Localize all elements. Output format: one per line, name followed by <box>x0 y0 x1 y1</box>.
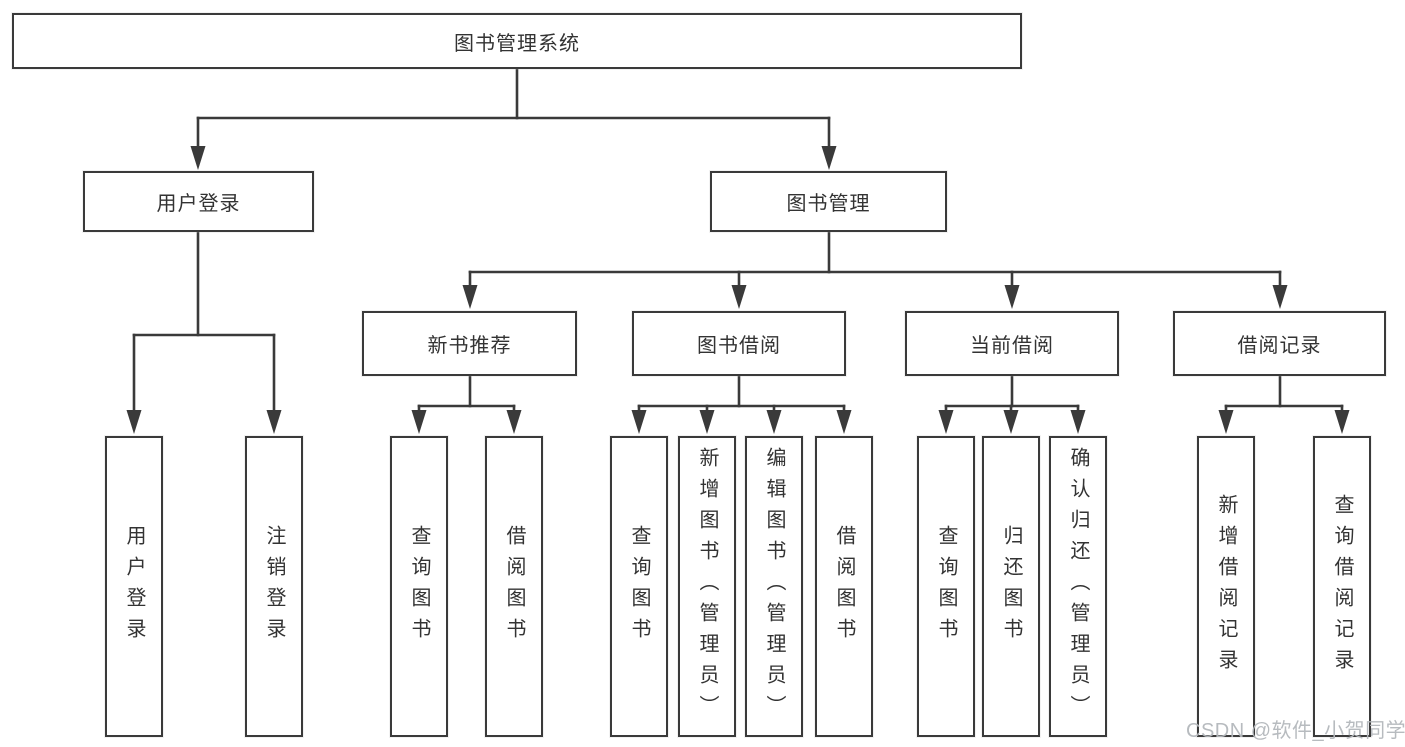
node-new-book-recommend: 新书推荐 <box>362 311 577 376</box>
leaf-borrow-books-2: 借阅图书 <box>815 436 873 737</box>
leaf-query-books-1: 查询图书 <box>390 436 448 737</box>
node-book-borrowing-label: 图书借阅 <box>697 335 781 357</box>
leaf-return-books-label: 归还图书 <box>1000 524 1022 649</box>
leaf-confirm-return-admin-label: 确认归还（管理员） <box>1067 447 1089 726</box>
node-book-management: 图书管理 <box>710 171 947 232</box>
leaf-query-books-1-label: 查询图书 <box>408 524 430 649</box>
node-book-borrowing: 图书借阅 <box>632 311 846 376</box>
leaf-add-borrow-record-label: 新增借阅记录 <box>1215 493 1237 680</box>
node-borrowing-records: 借阅记录 <box>1173 311 1386 376</box>
node-user-login-label: 用户登录 <box>156 193 241 215</box>
node-current-borrowing: 当前借阅 <box>905 311 1119 376</box>
leaf-logout: 注销登录 <box>245 436 303 737</box>
leaf-query-books-2: 查询图书 <box>610 436 668 737</box>
leaf-add-books-admin: 新增图书（管理员） <box>678 436 736 737</box>
leaf-user-login: 用户登录 <box>105 436 163 737</box>
node-current-borrowing-label: 当前借阅 <box>970 335 1054 357</box>
leaf-borrow-books-2-label: 借阅图书 <box>833 524 855 649</box>
node-root-label: 图书管理系统 <box>454 32 580 55</box>
node-book-management-label: 图书管理 <box>786 193 871 215</box>
leaf-return-books: 归还图书 <box>982 436 1040 737</box>
leaf-query-borrow-record-label: 查询借阅记录 <box>1331 493 1353 680</box>
leaf-confirm-return-admin: 确认归还（管理员） <box>1049 436 1107 737</box>
leaf-query-books-2-label: 查询图书 <box>628 524 650 649</box>
leaf-borrow-books-1-label: 借阅图书 <box>503 524 525 649</box>
watermark-text: CSDN @软件_小贺同学 <box>1186 720 1405 742</box>
leaf-add-borrow-record: 新增借阅记录 <box>1197 436 1255 737</box>
leaf-borrow-books-1: 借阅图书 <box>485 436 543 737</box>
leaf-edit-books-admin-label: 编辑图书（管理员） <box>763 447 785 726</box>
leaf-query-books-3-label: 查询图书 <box>935 524 957 649</box>
node-new-book-recommend-label: 新书推荐 <box>427 335 512 357</box>
node-root: 图书管理系统 <box>12 13 1022 69</box>
leaf-logout-label: 注销登录 <box>263 524 285 649</box>
node-user-login: 用户登录 <box>83 171 314 232</box>
leaf-query-books-3: 查询图书 <box>917 436 975 737</box>
leaf-add-books-admin-label: 新增图书（管理员） <box>696 447 718 726</box>
leaf-user-login-label: 用户登录 <box>123 524 145 649</box>
node-borrowing-records-label: 借阅记录 <box>1237 335 1322 357</box>
leaf-edit-books-admin: 编辑图书（管理员） <box>745 436 803 737</box>
leaf-query-borrow-record: 查询借阅记录 <box>1313 436 1371 737</box>
